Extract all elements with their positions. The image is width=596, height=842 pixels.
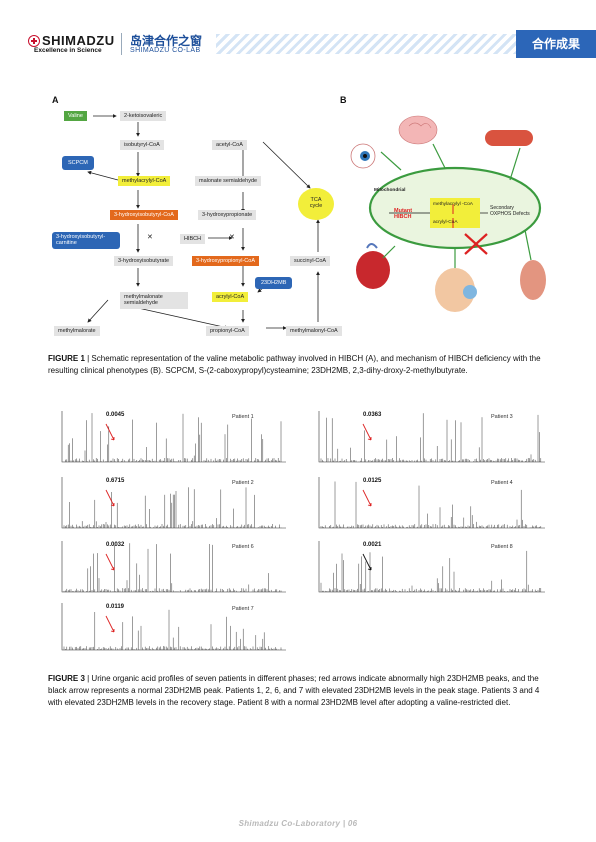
patient-label: Patient 2 <box>232 480 254 486</box>
hydroxyisobutyrate-box: 3-hydroxyisobutyrate <box>114 256 174 267</box>
propionyl-coa-box: propionyl-CoA <box>206 326 249 337</box>
page-footer: Shimadzu Co-Laboratory | 06 <box>238 819 358 828</box>
hydroxyisobutyryl-carnitine-box: 3-hydroxyisobutyryl-carnitine <box>52 232 120 249</box>
hydroxypropionate-box: 3-hydroxypropionate <box>198 210 257 221</box>
ear-icon <box>435 268 475 312</box>
figure1-caption-label: FIGURE 1 <box>48 354 85 363</box>
brain-icon <box>398 115 438 145</box>
spectrum-panel: 0.0119 Patient 7 <box>48 600 290 658</box>
methylacrylyl-coa-box: methylacrylyl-CoA <box>118 176 171 187</box>
acrylyl-coa-b-label: acrylyl-CoA <box>433 220 458 225</box>
patient-label: Patient 7 <box>232 606 254 612</box>
methylmalorate-box: methylmalorate <box>54 326 100 337</box>
patient-label: Patient 4 <box>491 480 513 486</box>
cross-right-icon: ✕ <box>229 234 235 241</box>
abnormal-peak-arrow-icon <box>105 553 115 571</box>
abnormal-peak-arrow-icon <box>362 489 372 507</box>
spectrum-panel: 0.0021 Patient 8 <box>305 538 549 600</box>
abnormal-peak-arrow-icon <box>105 615 115 633</box>
panel-b-label: B <box>340 95 347 105</box>
patient-label: Patient 3 <box>491 414 513 420</box>
normal-peak-arrow-icon <box>362 553 372 571</box>
intestine-icon <box>520 260 546 300</box>
spectrum-trace <box>318 541 545 593</box>
isobutyryl-coa-box: isobutyryl-CoA <box>120 140 164 151</box>
spectrum-trace <box>318 411 545 463</box>
figure3-caption: FIGURE 3 | Urine organic acid profiles o… <box>48 673 554 709</box>
brand-tagline: Excellence in Science <box>34 47 102 54</box>
abnormal-peak-arrow-icon <box>362 423 372 441</box>
mitochondrial-label: Mitochondrial <box>374 188 406 193</box>
spectrum-trace <box>61 603 286 651</box>
peak-value-label: 0.6715 <box>106 478 125 484</box>
accumulated-metabolites-box <box>430 198 480 228</box>
mutant-hibch-label: Mutant HIBCH <box>394 208 413 221</box>
header-stripe-band <box>216 34 516 54</box>
peak-value-label: 0.0363 <box>363 412 382 418</box>
abnormal-peak-arrow-icon <box>105 423 115 441</box>
peak-value-label: 0.0125 <box>363 478 382 484</box>
figure1-caption-text: | Schematic representation of the valine… <box>48 354 541 375</box>
23dh2mb-box: 23DH2MB <box>255 277 293 290</box>
spectrum-trace <box>61 477 286 529</box>
spectrum-trace <box>61 541 286 593</box>
colab-title-en: SHIMADZU CO-LAB <box>130 47 201 54</box>
figure3-caption-text: | Urine organic acid profiles of seven p… <box>48 674 540 707</box>
pathway-arrows <box>87 114 334 330</box>
acetyl-coa-box: acetyl-CoA <box>212 140 247 151</box>
shimadzu-logo-icon <box>28 35 40 47</box>
peak-value-label: 0.0021 <box>363 542 382 548</box>
patient-label: Patient 1 <box>232 414 254 420</box>
tca-cycle-label: TCA cycle <box>309 197 323 210</box>
secondary-oxphos-label: Secondary OXPHOS Defects <box>490 205 530 217</box>
spectrum-panel: 0.0045 Patient 1 <box>48 408 290 470</box>
hibch-box: HIBCH <box>180 234 206 245</box>
spectrum-panel: 0.0125 Patient 4 <box>305 474 549 536</box>
hydroxyisobutyryl-coa-box: 3-hydroxyisobutyryl-CoA <box>110 210 178 221</box>
spectrum-trace <box>318 477 545 529</box>
patient-label: Patient 8 <box>491 544 513 550</box>
peak-value-label: 0.0032 <box>106 542 125 548</box>
abnormal-peak-arrow-icon <box>105 489 115 507</box>
acrylyl-coa-box: acrylyl-CoA <box>212 292 249 303</box>
figure3-caption-label: FIGURE 3 <box>48 674 85 683</box>
hydroxypropionyl-coa-box: 3-hydroxypropionyl-CoA <box>192 256 259 267</box>
scpcm-box: SCPCM <box>62 156 94 171</box>
cross-left-icon: ✕ <box>147 234 153 241</box>
colab-title-cn: 岛津合作之窗 <box>130 34 203 48</box>
mechanism-illustration <box>350 115 546 312</box>
brand-name: SHIMADZU <box>42 33 115 48</box>
peak-value-label: 0.0045 <box>106 412 125 418</box>
methylmalonyl-coa-box: methylmalonyl-CoA <box>286 326 342 337</box>
methylacrylyl-coa-b-label: methylacrylyl -CoA <box>433 202 473 207</box>
methylmalonate-semialdehyde-box: methylmalonate semialdehyde <box>120 292 188 309</box>
muscle-icon <box>485 130 533 146</box>
section-badge: 合作成果 <box>516 30 596 58</box>
peak-value-label: 0.0119 <box>106 604 125 610</box>
ketoisovaleric-box: 2-ketoisovaleric <box>120 111 167 122</box>
figure1-caption: FIGURE 1 | Schematic representation of t… <box>48 353 554 377</box>
spectrum-trace <box>61 411 286 463</box>
malonate-semialdehyde-box: malonate semialdehyde <box>195 176 262 187</box>
spectrum-panel: 0.6715 Patient 2 <box>48 474 290 536</box>
tca-cycle-bubble <box>298 188 334 220</box>
heart-icon <box>356 251 390 289</box>
valine-box: Valine <box>64 111 87 122</box>
spectrum-panel: 0.0032 Patient 6 <box>48 538 290 600</box>
header-divider <box>121 33 122 55</box>
patient-label: Patient 6 <box>232 544 254 550</box>
spectrum-panel: 0.0363 Patient 3 <box>305 408 549 470</box>
succinyl-coa-box: succinyl-CoA <box>290 256 331 267</box>
panel-a-label: A <box>52 95 59 105</box>
